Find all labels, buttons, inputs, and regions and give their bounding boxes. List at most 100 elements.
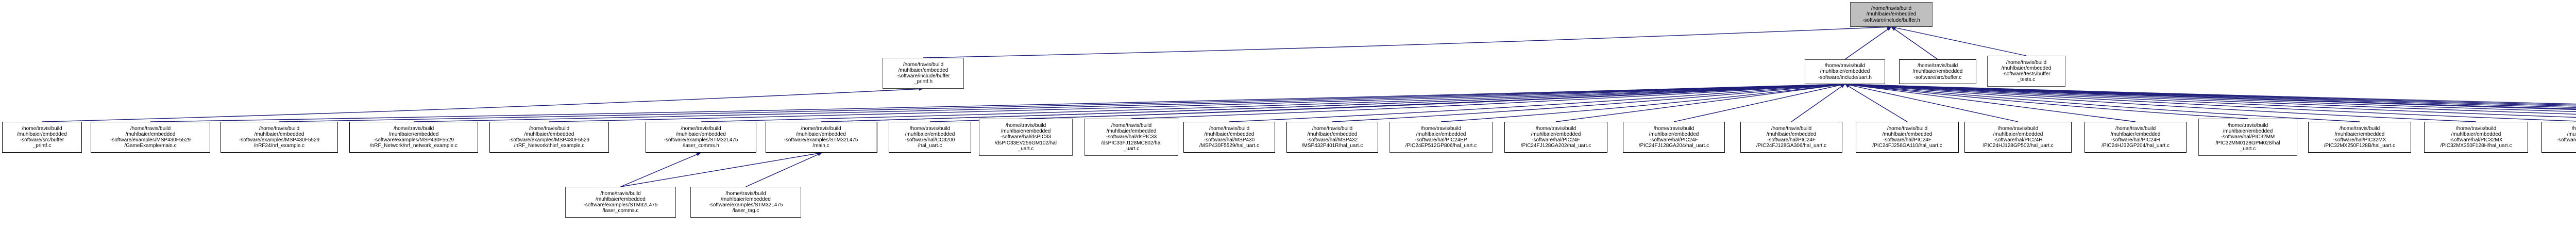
graph-edge xyxy=(279,82,1845,122)
graph-node-label: /home/travis/build /muhlbaier/embedded -… xyxy=(2324,125,2396,149)
graph-node[interactable]: /home/travis/build /muhlbaier/embedded -… xyxy=(2,122,82,153)
graph-edge xyxy=(1229,83,1845,122)
graph-edge xyxy=(42,87,924,122)
graph-node-label: /home/travis/build /muhlbaier/embedded -… xyxy=(2215,122,2280,152)
graph-node-label: /home/travis/build /muhlbaier/embedded -… xyxy=(509,125,590,149)
graph-node-label: /home/travis/build /muhlbaier/embedded -… xyxy=(905,125,955,149)
graph-node[interactable]: /home/travis/build /muhlbaier/embedded -… xyxy=(2541,122,2576,153)
graph-node-label: /home/travis/build /muhlbaier/embedded -… xyxy=(1405,125,1477,149)
graph-edge xyxy=(1844,83,2136,122)
graph-edge xyxy=(1844,83,2477,122)
graph-node[interactable]: /home/travis/build /muhlbaier/embedded -… xyxy=(646,122,756,153)
graph-node-label: /home/travis/build /muhlbaier/embedded -… xyxy=(2440,125,2512,149)
graph-node[interactable]: /home/travis/build /muhlbaier/embedded -… xyxy=(349,122,478,153)
graph-edge xyxy=(1844,83,2019,122)
graph-node[interactable]: /home/travis/build /muhlbaier/embedded -… xyxy=(1740,122,1842,153)
graph-node-label: /home/travis/build /muhlbaier/embedded -… xyxy=(1982,125,2054,149)
graph-node[interactable]: /home/travis/build /muhlbaier/embedded -… xyxy=(766,122,876,153)
graph-node-label: /home/travis/build /muhlbaier/embedded -… xyxy=(110,125,191,149)
graph-node-label: /home/travis/build /muhlbaier/embedded -… xyxy=(1638,125,1709,149)
graph-node[interactable]: /home/travis/build /muhlbaier/embedded -… xyxy=(1504,122,1607,153)
graph-node[interactable]: /home/travis/build /muhlbaier/embedded -… xyxy=(2198,119,2297,156)
graph-edge xyxy=(929,82,1845,122)
graph-node[interactable]: /home/travis/build /muhlbaier/embedded -… xyxy=(1286,122,1378,153)
graph-node[interactable]: /home/travis/build /muhlbaier/embedded -… xyxy=(221,122,338,153)
graph-edge xyxy=(1844,26,1892,60)
graph-edge xyxy=(1332,83,1845,122)
graph-node[interactable]: /home/travis/build /muhlbaier/embedded -… xyxy=(1856,122,1959,153)
graph-edge xyxy=(1844,82,2576,106)
graph-edge xyxy=(1844,82,2576,110)
graph-node-label: /home/travis/build /muhlbaier/embedded -… xyxy=(1818,63,1872,80)
graph-node-label: /home/travis/build /muhlbaier/embedded -… xyxy=(994,122,1057,152)
graph-edge xyxy=(620,152,701,187)
graph-edge xyxy=(549,82,1845,122)
graph-edge xyxy=(1555,83,1845,122)
graph-node-label: /home/travis/build /muhlbaier/embedded -… xyxy=(664,125,738,149)
graph-node-label: /home/travis/build /muhlbaier/embedded -… xyxy=(1872,125,1942,149)
graph-node[interactable]: /home/travis/build /muhlbaier/embedded -… xyxy=(979,119,1073,156)
graph-edge xyxy=(1025,82,1845,119)
graph-node[interactable]: /home/travis/build /muhlbaier/embedded -… xyxy=(489,122,609,153)
graph-edge xyxy=(1844,82,2576,112)
graph-node[interactable]: /home/travis/build /muhlbaier/embedded -… xyxy=(1964,122,2072,153)
graph-node[interactable]: /home/travis/build /muhlbaier/embedded -… xyxy=(1987,56,2065,87)
graph-node-label: /home/travis/build /muhlbaier/embedded -… xyxy=(708,190,783,214)
graph-node[interactable]: /home/travis/build /muhlbaier/embedded -… xyxy=(1805,59,1885,84)
graph-node[interactable]: /home/travis/build /muhlbaier/embedded -… xyxy=(883,58,964,89)
graph-node-label: /home/travis/build /muhlbaier/embedded -… xyxy=(239,125,320,149)
graph-edge xyxy=(822,82,1845,122)
graph-edge xyxy=(1891,26,1938,60)
graph-edge xyxy=(1131,83,1845,119)
graph-node[interactable]: /home/travis/build /muhlbaier/embedded -… xyxy=(1623,122,1725,153)
graph-edge xyxy=(1844,82,2576,105)
graph-node-label: /home/travis/build /muhlbaier/embedded -… xyxy=(1101,122,1162,152)
graph-edge xyxy=(1440,83,1845,122)
graph-node-label: /home/travis/build /muhlbaier/embedded -… xyxy=(369,125,458,149)
graph-edges xyxy=(42,25,2576,187)
graph-edge xyxy=(1844,82,2576,107)
graph-node-label: /home/travis/build /muhlbaier/embedded -… xyxy=(583,190,658,214)
graph-node[interactable]: /home/travis/build /muhlbaier/embedded -… xyxy=(690,187,801,218)
graph-node[interactable]: /home/travis/build /muhlbaier/embedded -… xyxy=(2308,122,2411,153)
graph-node[interactable]: /home/travis/build /muhlbaier/embedded -… xyxy=(1084,119,1178,156)
graph-edge xyxy=(1844,83,2576,122)
graph-edge xyxy=(1673,83,1845,122)
graph-node-label: /home/travis/build /muhlbaier/embedded -… xyxy=(1301,125,1363,149)
graph-edge xyxy=(1844,82,2576,109)
graph-node-label: /home/travis/build /muhlbaier/embedded -… xyxy=(1199,125,1260,149)
graph-node[interactable]: /home/travis/build /muhlbaier/embedded -… xyxy=(1183,122,1275,153)
graph-edge xyxy=(150,82,1845,122)
graph-edge xyxy=(1844,83,2360,122)
graph-node-label: /home/travis/build /muhlbaier/embedded -… xyxy=(2556,125,2576,143)
graph-node-label: /home/travis/build /muhlbaier/embedded -… xyxy=(17,125,67,149)
graph-edge xyxy=(1844,82,2576,115)
graph-node-root[interactable]: /home/travis/build /muhlbaier/embedded -… xyxy=(1850,2,1933,27)
graph-node-label: /home/travis/build /muhlbaier/embedded -… xyxy=(2102,125,2170,149)
graph-edge xyxy=(620,151,822,187)
graph-edge xyxy=(1791,84,1845,122)
graph-node-label: /home/travis/build /muhlbaier/embedded -… xyxy=(1520,125,1591,149)
graph-node[interactable]: /home/travis/build /muhlbaier/embedded -… xyxy=(2424,122,2528,153)
graph-node[interactable]: /home/travis/build /muhlbaier/embedded -… xyxy=(889,122,971,153)
graph-node-label: /home/travis/build /muhlbaier/embedded -… xyxy=(1912,63,1963,80)
graph-edge xyxy=(923,25,1892,58)
graph-node[interactable]: /home/travis/build /muhlbaier/embedded -… xyxy=(91,122,210,153)
graph-node[interactable]: /home/travis/build /muhlbaier/embedded -… xyxy=(1389,122,1493,153)
graph-edge xyxy=(413,82,1845,122)
graph-edge xyxy=(1891,26,2027,56)
graph-edge xyxy=(1844,82,2576,108)
graph-edge xyxy=(821,82,1845,122)
graph-edge xyxy=(745,152,822,187)
graph-node[interactable]: /home/travis/build /muhlbaier/embedded -… xyxy=(1899,59,1976,84)
graph-node-label: /home/travis/build /muhlbaier/embedded -… xyxy=(1756,125,1827,149)
graph-edge xyxy=(1844,84,1908,122)
graph-edge xyxy=(1844,83,2248,119)
graph-edge xyxy=(1844,82,2576,118)
graph-node-label: /home/travis/build /muhlbaier/embedded -… xyxy=(896,61,950,85)
graph-node[interactable]: /home/travis/build /muhlbaier/embedded -… xyxy=(2084,122,2187,153)
graph-node[interactable]: /home/travis/build /muhlbaier/embedded -… xyxy=(565,187,676,218)
graph-edge xyxy=(701,82,1845,122)
